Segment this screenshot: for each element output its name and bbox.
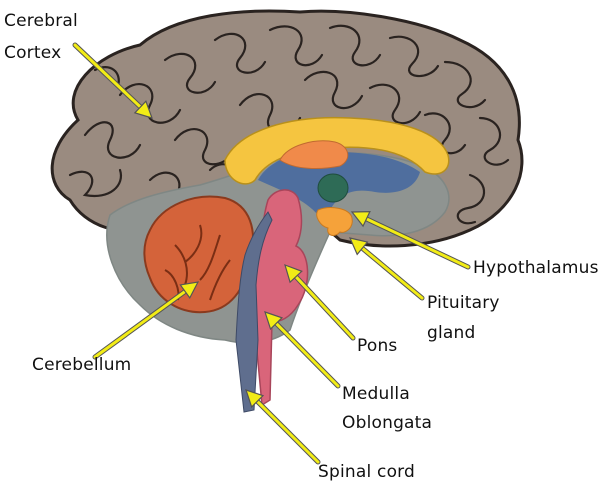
corpus-callosum-shape [224, 116, 450, 185]
label-medulla-line2: Oblongata [342, 413, 433, 433]
arrow-spinal-cord [245, 389, 321, 465]
pituitary-shape [316, 207, 353, 236]
label-pituitary-line2: gland [427, 323, 476, 343]
label-cerebral-cortex-line1: Cerebral [4, 11, 78, 31]
label-spinal-cord: Spinal cord [318, 462, 416, 482]
hypothalamus-shape [317, 173, 349, 203]
label-medulla-line1: Medulla [342, 384, 410, 404]
label-pituitary-line1: Pituitary [427, 293, 500, 313]
label-cerebellum: Cerebellum [32, 355, 132, 375]
arrow-pons [284, 264, 356, 341]
arrow-cerebellum [92, 281, 200, 360]
cerebellum-shape [143, 195, 254, 314]
label-cerebral-cortex-line2: Cortex [4, 43, 62, 63]
spinal-cord-shape [235, 211, 273, 413]
arrow-cerebral-cortex [72, 42, 153, 119]
label-arrows [72, 42, 471, 465]
label-hypothalamus: Hypothalamus [473, 258, 599, 278]
gyri-lines [68, 24, 510, 225]
arrow-hypothalamus [350, 211, 471, 270]
thalamus-shape [279, 140, 349, 169]
arrow-medulla [264, 311, 341, 389]
label-pons: Pons [357, 336, 398, 356]
arrow-pituitary [348, 237, 425, 301]
